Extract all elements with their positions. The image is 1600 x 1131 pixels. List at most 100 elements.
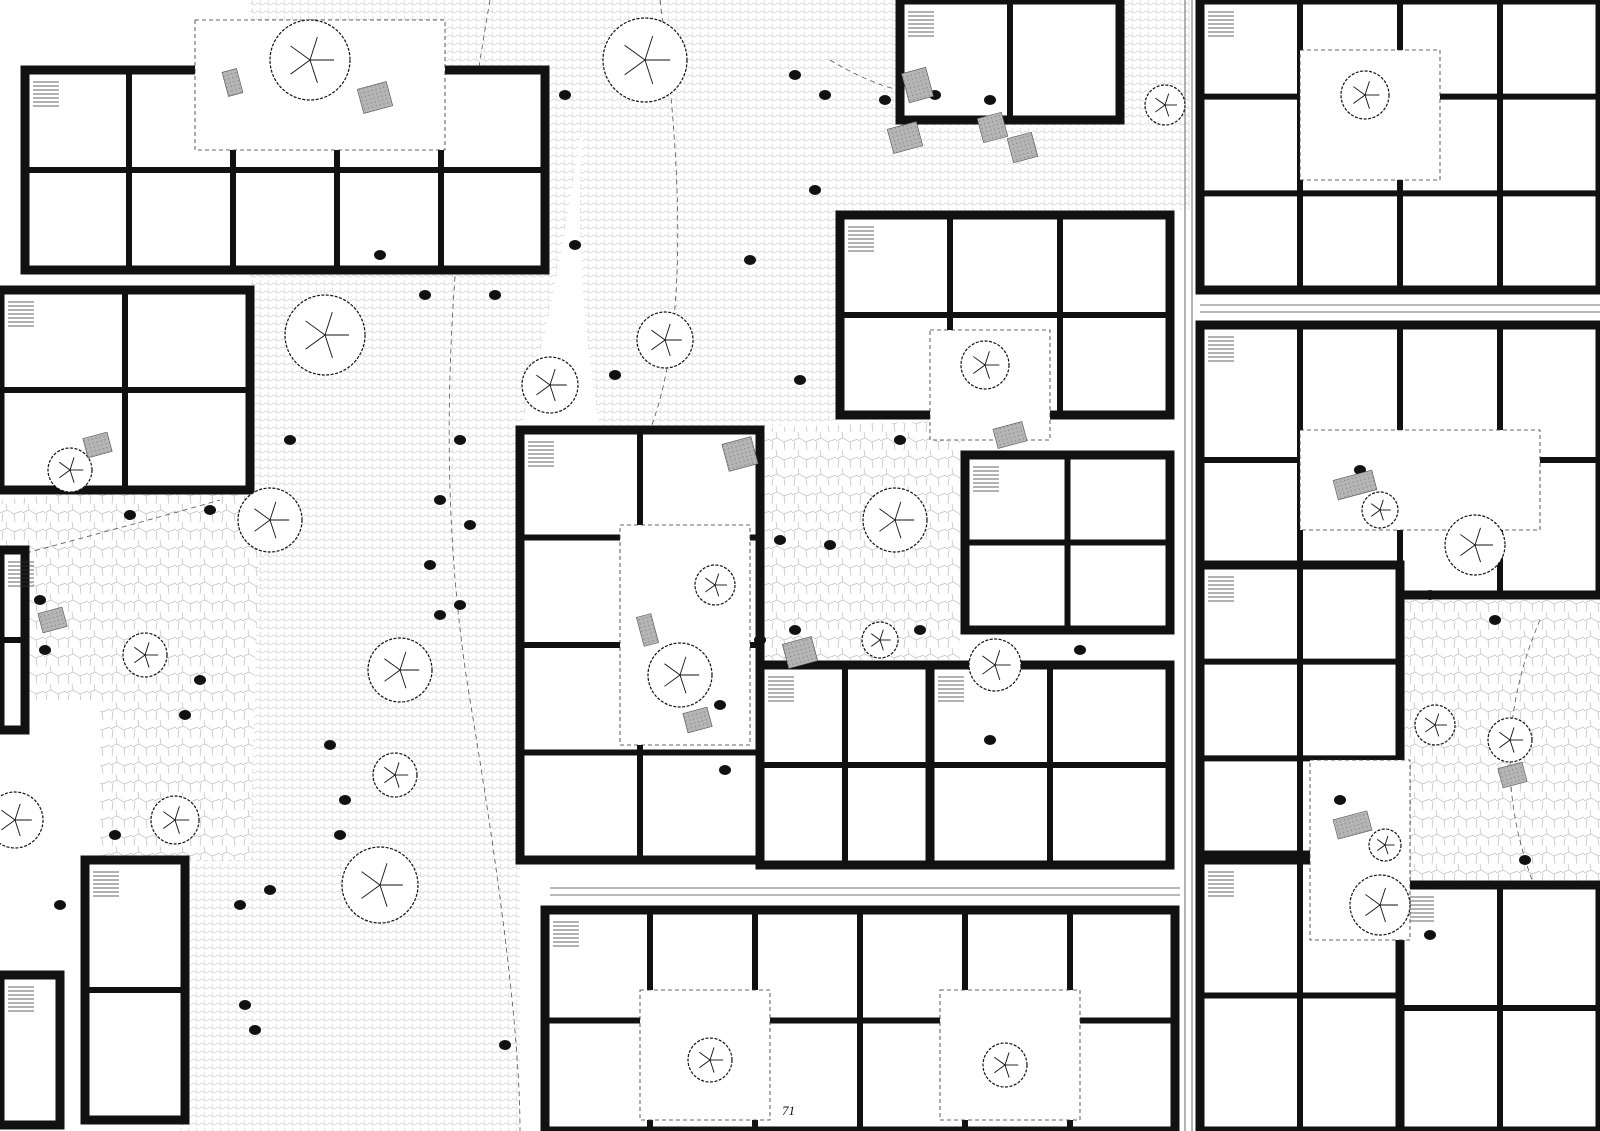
person-icon xyxy=(819,90,831,100)
stair xyxy=(848,226,874,252)
tree-branch xyxy=(664,339,671,357)
tree-branch xyxy=(1,819,16,831)
tree-branch xyxy=(1509,739,1515,753)
tree-branch xyxy=(879,639,884,651)
tree-icon xyxy=(122,632,168,678)
tree-branch xyxy=(269,519,277,539)
tree-branch xyxy=(536,374,551,386)
tree-icon xyxy=(1368,828,1402,862)
tree-icon xyxy=(1444,514,1506,576)
person-icon xyxy=(324,740,336,750)
tree-branch xyxy=(1164,93,1170,106)
tree-icon xyxy=(0,791,44,849)
stair xyxy=(8,986,34,1012)
tree-branch xyxy=(269,501,277,521)
table-furniture xyxy=(781,636,819,669)
tree-branch xyxy=(1164,104,1170,117)
tree-branch xyxy=(651,339,666,351)
tree-branch xyxy=(1364,94,1370,109)
person-icon xyxy=(464,520,476,530)
tree-branch xyxy=(290,59,311,75)
person-icon xyxy=(39,645,51,655)
sheet-number: 71 xyxy=(782,1103,795,1118)
tree-branch xyxy=(1370,503,1381,511)
tree-branch xyxy=(879,508,896,521)
person-icon xyxy=(264,885,276,895)
person-icon xyxy=(374,250,386,260)
tree-branch xyxy=(1460,534,1476,546)
tree-branch xyxy=(144,642,150,656)
tree-branch xyxy=(994,664,1001,680)
tree-branch xyxy=(709,1059,715,1073)
tree-icon xyxy=(1340,70,1390,120)
tree-icon xyxy=(150,795,200,845)
stair xyxy=(8,301,34,327)
tree-branch xyxy=(394,774,400,788)
person-icon xyxy=(454,600,466,610)
tree-branch xyxy=(1499,731,1511,741)
tree-branch xyxy=(1371,509,1381,517)
building-block xyxy=(1195,0,1600,295)
tree-branch xyxy=(384,774,396,784)
table-furniture xyxy=(37,606,68,634)
tree-branch xyxy=(59,469,71,479)
tree-branch xyxy=(1379,499,1384,511)
person-icon xyxy=(1424,590,1436,600)
tree-icon xyxy=(1349,874,1411,936)
tree-branch xyxy=(644,59,654,85)
tree-branch xyxy=(384,658,401,671)
person-icon xyxy=(434,495,446,505)
tree-icon xyxy=(862,487,928,553)
tree-branch xyxy=(699,1059,711,1069)
tree-branch xyxy=(399,651,407,671)
person-icon xyxy=(179,710,191,720)
person-icon xyxy=(419,290,431,300)
tree-icon xyxy=(982,1042,1028,1088)
person-icon xyxy=(1489,615,1501,625)
tree-branch xyxy=(163,811,176,821)
tree-icon xyxy=(647,642,713,708)
tree-branch xyxy=(1509,727,1515,741)
tree-branch xyxy=(290,45,311,61)
tree-branch xyxy=(1434,724,1440,737)
tree-icon xyxy=(367,637,433,703)
person-icon xyxy=(234,900,246,910)
tree-branch xyxy=(1474,544,1482,563)
person-icon xyxy=(334,830,346,840)
tree-icon xyxy=(521,356,579,414)
stair xyxy=(8,561,34,587)
person-icon xyxy=(54,900,66,910)
tree-branch xyxy=(1384,835,1389,846)
tree-branch xyxy=(664,663,681,676)
courtyard xyxy=(619,524,751,746)
tree-branch xyxy=(134,654,146,664)
stair xyxy=(1208,336,1234,362)
person-icon xyxy=(809,185,821,195)
table-furniture xyxy=(82,431,113,459)
stair xyxy=(33,81,59,107)
tree-icon xyxy=(1144,84,1186,126)
tree-branch xyxy=(1155,104,1166,113)
table-furniture xyxy=(1332,469,1378,501)
building-block xyxy=(20,65,550,275)
table-furniture xyxy=(221,68,244,97)
person-icon xyxy=(569,240,581,250)
person-icon xyxy=(204,505,216,515)
tree-branch xyxy=(69,469,75,483)
tree-icon xyxy=(694,564,736,606)
person-icon xyxy=(789,625,801,635)
person-icon xyxy=(824,540,836,550)
tree-branch xyxy=(973,356,986,366)
tree-icon xyxy=(269,19,351,101)
table-furniture xyxy=(901,66,934,104)
tree-branch xyxy=(144,654,150,668)
person-icon xyxy=(239,1000,251,1010)
person-icon xyxy=(454,435,466,445)
person-icon xyxy=(794,375,806,385)
person-icon xyxy=(984,735,996,745)
tree-branch xyxy=(1365,894,1381,906)
tree-branch xyxy=(1434,713,1440,726)
tree-icon xyxy=(968,638,1022,692)
tree-branch xyxy=(384,766,396,776)
